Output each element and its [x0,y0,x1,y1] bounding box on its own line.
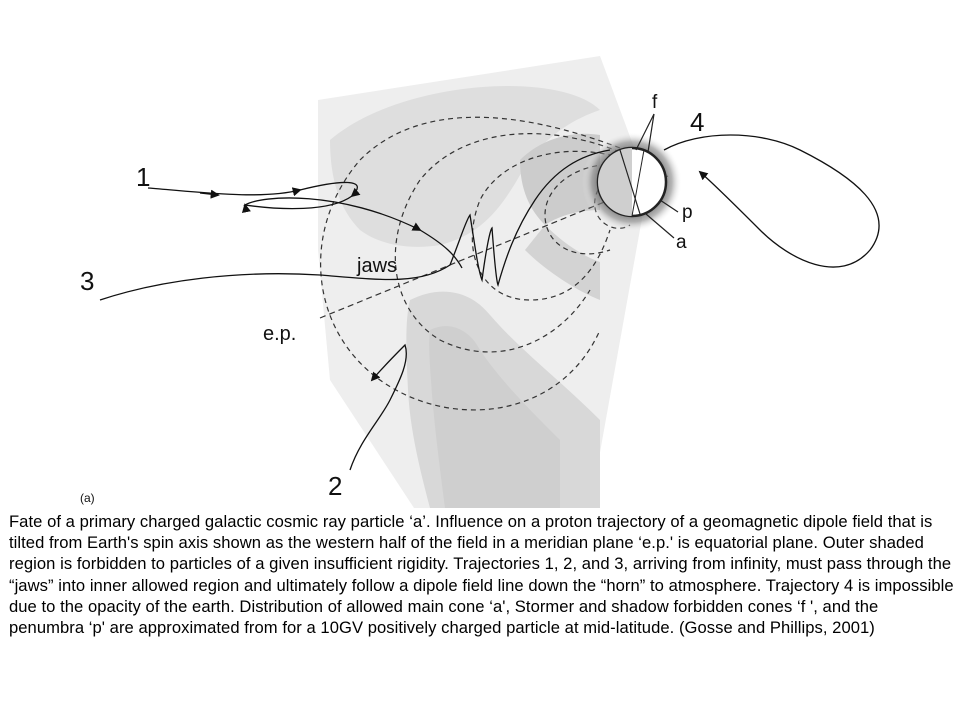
trajectory-1-arrow [199,189,220,199]
trajectory-3-path [99,149,611,301]
figure-caption: Fate of a primary charged galactic cosmi… [9,512,954,638]
earth [582,132,682,232]
forbidden-region [318,56,648,508]
trajectory-3-label: 3 [80,266,94,296]
cone-f-label: f [652,92,658,113]
trajectory-2-label: 2 [328,471,342,501]
equatorial-plane-label: e.p. [263,323,296,345]
main-cone-a-label: a [676,232,687,253]
jaws-label: jaws [356,255,397,277]
trajectory-2-path [349,343,407,471]
panel-label: (a) [80,491,95,505]
trajectory-1-label: 1 [136,162,150,192]
trajectory-1-path [147,181,463,269]
penumbra-p-label: p [682,202,693,223]
cosmic-ray-trajectory-diagram: 1 3 2 4 jaws e.p. f p a (a) [80,56,880,508]
trajectory-4-label: 4 [690,107,704,137]
trajectory-4-path [663,134,880,268]
cone-indicator-lines [635,113,679,239]
